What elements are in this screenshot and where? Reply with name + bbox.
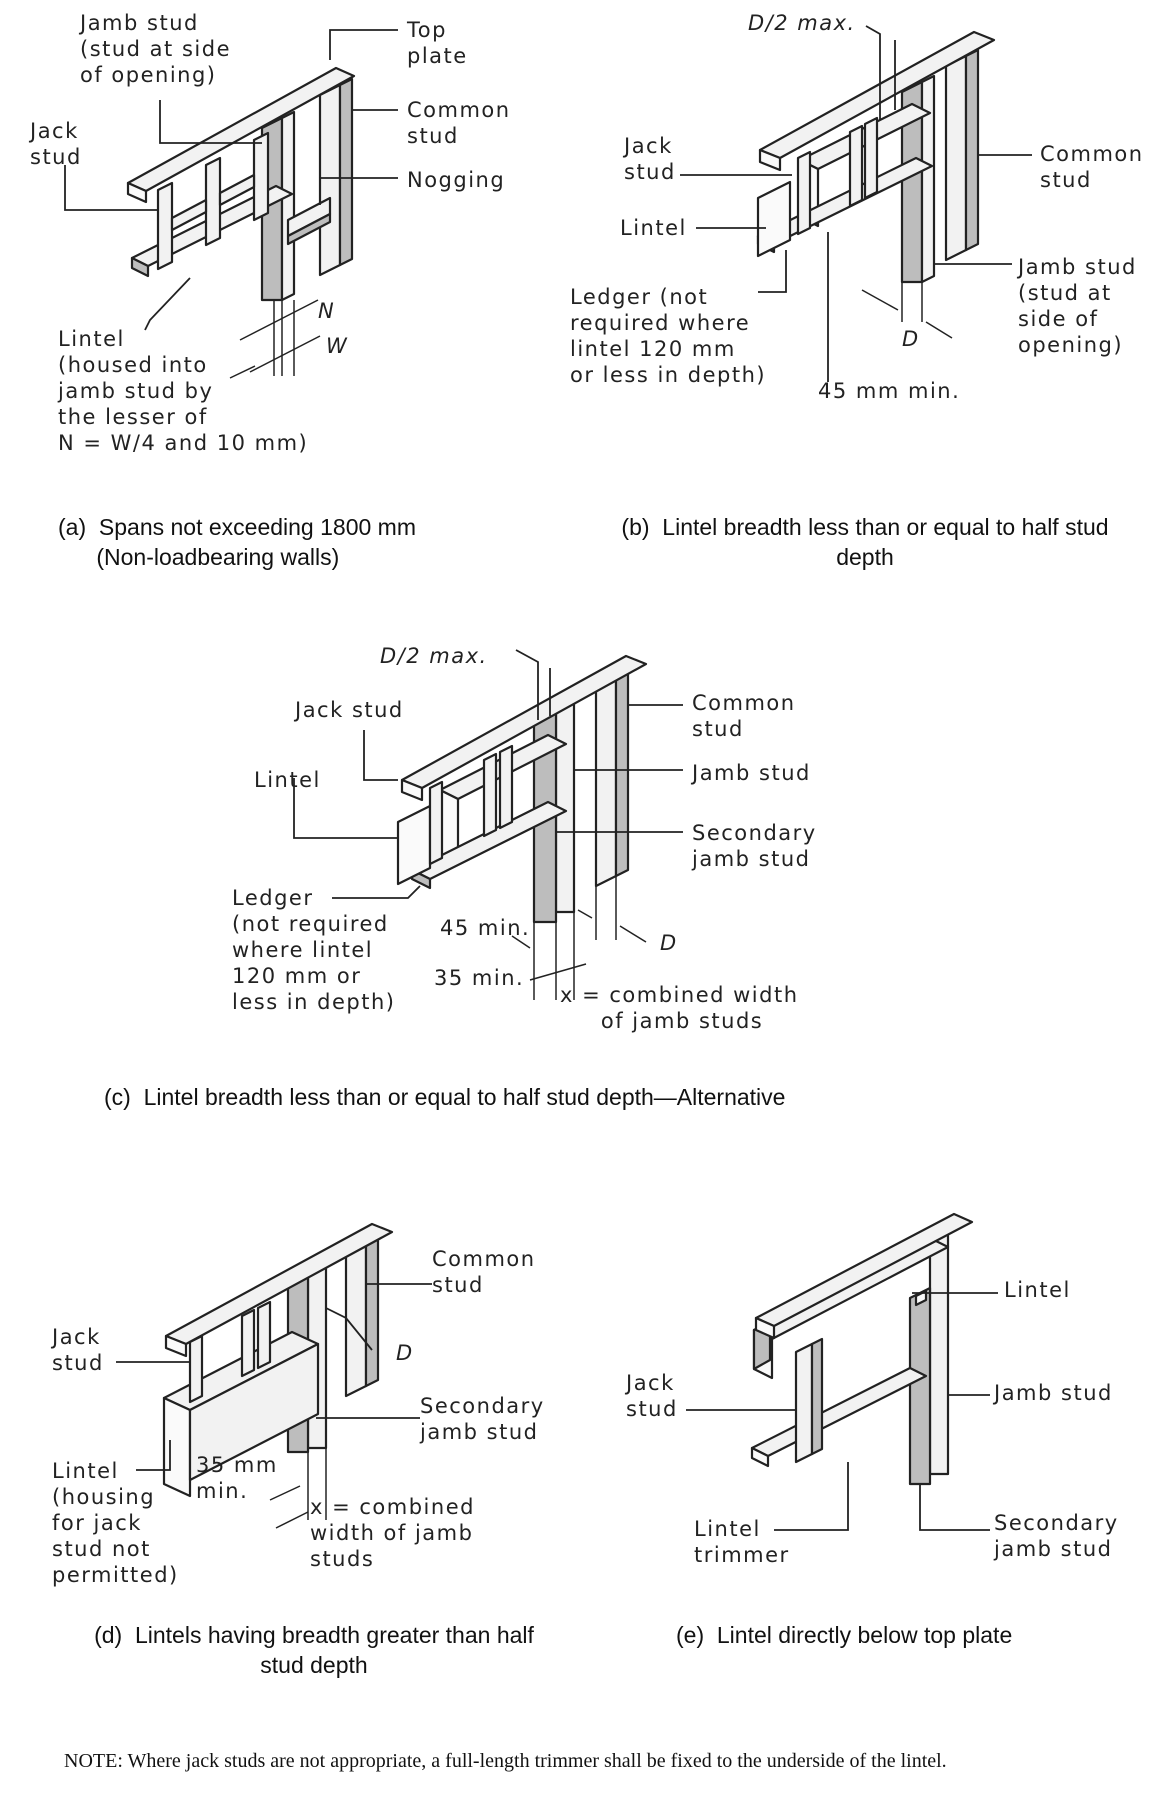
- panel-a-frame: [126, 66, 356, 302]
- panel-b-label-45mm-min: 45 mm min.: [818, 379, 961, 403]
- panel-e-label-jack-stud: Jack stud: [626, 1371, 678, 1421]
- panel-a-label-common-stud: Common stud: [407, 98, 511, 148]
- panel-c-label-d2max: D/2 max.: [380, 644, 488, 668]
- figure-note: NOTE: Where jack studs are not appropria…: [64, 1750, 947, 1772]
- panel-c-label-45-min: 45 min.: [440, 916, 531, 940]
- panel-d-label-35mm-min: 35 mm min.: [196, 1453, 278, 1503]
- panel-c-leaders: [293, 649, 683, 1000]
- panel-b-label-common-stud: Common stud: [1040, 142, 1144, 192]
- panel-d-label-x-combined: x = combined width of jamb studs: [310, 1495, 475, 1571]
- panel-e-caption: (e) Lintel directly below top plate: [676, 1622, 1013, 1648]
- panel-a-caption: (a) Spans not exceeding 1800 mm (Non-loa…: [58, 514, 416, 570]
- panel-d-label-jack-stud: Jack stud: [52, 1325, 104, 1375]
- panel-e-label-lintel: Lintel: [1004, 1278, 1071, 1302]
- panel-b-label-ledger: Ledger (not required where lintel 120 mm…: [570, 285, 767, 387]
- panel-a-label-n: N: [318, 299, 336, 323]
- panel-b-label-d: D: [902, 327, 920, 351]
- panel-b-label-jamb-stud: Jamb stud (stud at side of opening): [1018, 255, 1137, 357]
- panel-d-frame: [162, 1222, 394, 1498]
- panel-c-label-x-combined: x = combined width of jamb studs: [560, 983, 799, 1033]
- panel-e-label-jamb-stud: Jamb stud: [994, 1381, 1113, 1405]
- panel-d-leaders: [116, 1283, 432, 1529]
- panel-c-label-35-min: 35 min.: [434, 966, 525, 990]
- panel-c-label-jack-stud: Jack stud: [295, 698, 404, 722]
- panel-d-label-d: D: [396, 1341, 414, 1365]
- panel-c-label-jamb-stud: Jamb stud: [692, 761, 811, 785]
- panel-d-label-common-stud: Common stud: [432, 1247, 536, 1297]
- panel-a-label-jack-stud: Jack stud: [30, 119, 82, 169]
- panel-c-label-ledger: Ledger (not required where lintel 120 mm…: [232, 886, 396, 1014]
- panel-e-label-lintel-trimmer: Lintel trimmer: [694, 1517, 790, 1567]
- panel-d-label-secondary-jamb-stud: Secondary jamb stud: [420, 1394, 545, 1444]
- panel-c-caption: (c) Lintel breadth less than or equal to…: [104, 1084, 786, 1110]
- panel-b-label-d2max: D/2 max.: [748, 11, 856, 35]
- panel-e-leaders: [686, 1292, 998, 1531]
- panel-c-label-secondary-jamb-stud: Secondary jamb stud: [692, 821, 817, 871]
- panel-a-leaders: [64, 29, 398, 379]
- panel-e-label-secondary-jamb-stud: Secondary jamb stud: [994, 1511, 1119, 1561]
- panel-d-caption: (d) Lintels having breadth greater than …: [94, 1622, 534, 1678]
- panel-c-label-d: D: [660, 931, 678, 955]
- panel-a-label-lintel: Lintel (housed into jamb stud by the les…: [58, 327, 309, 455]
- panel-b-leaders: [680, 25, 1032, 382]
- panel-b-label-jack-stud: Jack stud: [624, 134, 676, 184]
- panel-c-frame: [396, 654, 648, 924]
- panel-b-frame: [756, 30, 996, 284]
- panel-a-label-w: W: [326, 334, 349, 358]
- panel-a-label-jamb-stud: Jamb stud (stud at side of opening): [80, 11, 231, 87]
- panel-a-label-top-plate: Top plate: [407, 18, 468, 68]
- panel-b-label-lintel: Lintel: [620, 216, 687, 240]
- panel-c-label-lintel: Lintel: [254, 768, 321, 792]
- panel-a-label-nogging: Nogging: [407, 168, 506, 192]
- panel-b-caption: (b) Lintel breadth less than or equal to…: [621, 514, 1109, 570]
- panel-e-frame: [750, 1212, 974, 1486]
- panel-c-label-common-stud: Common stud: [692, 691, 796, 741]
- panel-d-label-lintel: Lintel (housing for jack stud not permit…: [52, 1459, 179, 1587]
